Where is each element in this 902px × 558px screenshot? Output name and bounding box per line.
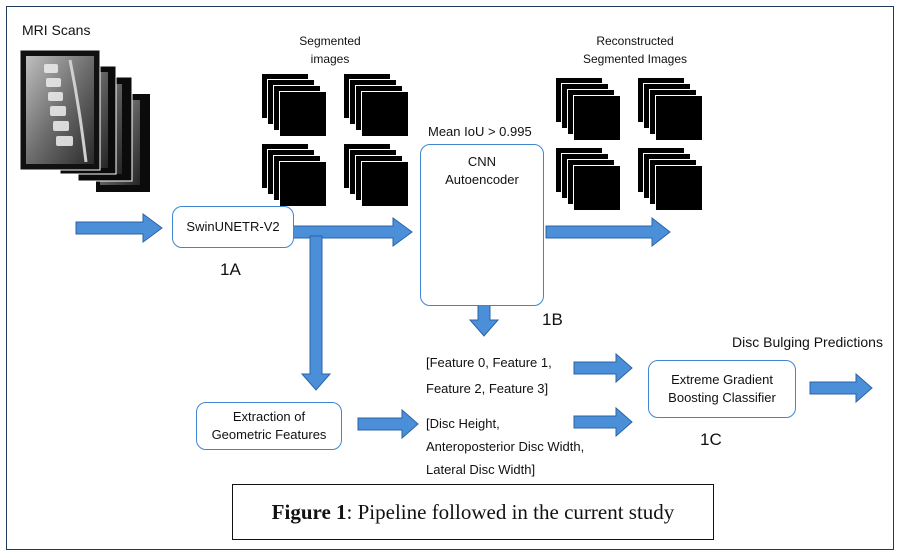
geometric-features-line1: [Disc Height, [426, 416, 500, 431]
arrow-extraction-to-geometric [357, 408, 419, 440]
figure-caption: Figure 1: Pipeline followed in the curre… [232, 484, 714, 540]
reconstructed-line2: Segmented Images [582, 52, 688, 66]
extraction-label-line1: Extraction of [232, 409, 306, 424]
xgb-label-line1: Extreme Gradient [671, 372, 773, 387]
mean-iou-label: Mean IoU > 0.995 [428, 124, 532, 139]
mri-scan-stack [19, 49, 150, 192]
disc-bulging-predictions-label: Disc Bulging Predictions [732, 334, 883, 350]
figure-frame [6, 6, 894, 550]
segmented-image-tile [361, 91, 409, 137]
caption-figure-number: Figure 1 [271, 499, 347, 524]
xgboost-classifier-block: Extreme Gradient Boosting Classifier [648, 360, 796, 418]
arrow-cnn-to-reconstructed [545, 216, 671, 248]
segmented-images-label: Segmented images [275, 32, 385, 68]
arrow-swin-to-extraction [300, 235, 332, 391]
cnn-label-line2: Autoencoder [445, 172, 519, 187]
tag-1a: 1A [220, 260, 241, 279]
reconstructed-image-tile [573, 95, 621, 141]
reconstructed-image-tile [573, 165, 621, 211]
arrow-input-to-swin [75, 213, 163, 243]
reconstructed-images-label: Reconstructed Segmented Images [560, 32, 710, 68]
reconstructed-image-tile [655, 95, 703, 141]
segmented-images-line2: images [310, 52, 350, 66]
geometric-features-line3: Lateral Disc Width] [426, 462, 536, 477]
cnn-label-line1: CNN [467, 154, 497, 169]
mri-scans-label: MRI Scans [22, 22, 91, 38]
xgb-label-line2: Boosting Classifier [668, 390, 776, 405]
segmented-image-tile [279, 161, 327, 207]
cnn-autoencoder-block: CNN Autoencoder [420, 144, 544, 306]
latent-features-list: [Feature 0, Feature 1, Feature 2, Featur… [426, 350, 552, 402]
reconstructed-image-tile [655, 165, 703, 211]
geometric-features-list: [Disc Height, Anteroposterior Disc Width… [426, 412, 584, 481]
swinunetr-block: SwinUNETR-V2 [172, 206, 294, 248]
arrow-geometric-to-xgb [573, 406, 633, 438]
arrow-features-to-xgb [573, 352, 633, 384]
reconstructed-line1: Reconstructed [596, 34, 674, 48]
tag-1c: 1C [700, 430, 722, 449]
geometric-features-line2: Anteroposterior Disc Width, [426, 439, 585, 454]
geometric-extraction-block: Extraction of Geometric Features [196, 402, 342, 450]
segmented-image-tile [279, 91, 327, 137]
latent-features-line1: [Feature 0, Feature 1, [426, 355, 552, 370]
swinunetr-label: SwinUNETR-V2 [186, 219, 280, 234]
arrow-swin-to-cnn [291, 217, 413, 247]
latent-features-line2: Feature 2, Feature 3] [426, 381, 549, 396]
segmented-image-tile [361, 161, 409, 207]
caption-text: : Pipeline followed in the current study [346, 499, 675, 524]
extraction-label-line2: Geometric Features [211, 427, 327, 442]
tag-1b: 1B [542, 310, 563, 329]
segmented-images-line1: Segmented [299, 34, 361, 48]
arrow-xgb-to-predictions [809, 372, 873, 404]
